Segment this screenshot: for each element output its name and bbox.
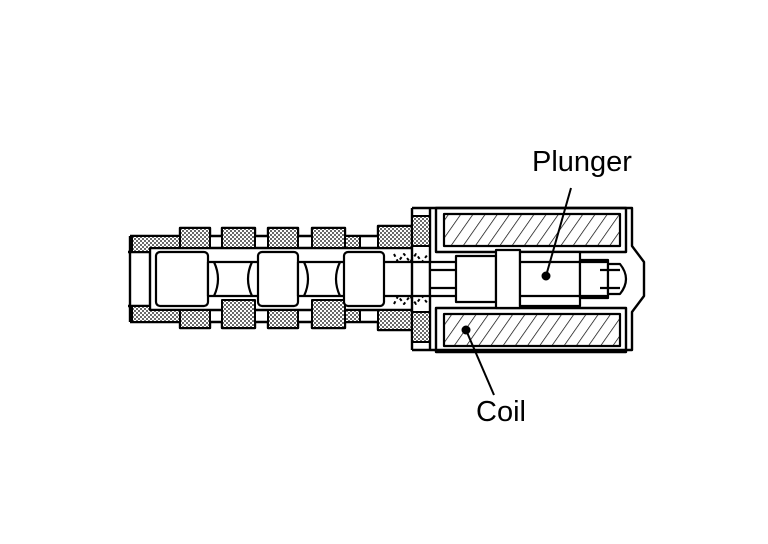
spool-valve bbox=[154, 250, 430, 308]
coil-leader-line bbox=[461, 325, 495, 396]
coil-winding-top bbox=[434, 206, 628, 254]
plunger-label: Plunger bbox=[532, 146, 632, 178]
stippled-lands-bottom bbox=[131, 299, 413, 331]
plunger-leader-line bbox=[541, 187, 572, 281]
plunger bbox=[428, 248, 628, 310]
spring bbox=[393, 253, 429, 305]
solenoid-housing bbox=[410, 206, 646, 352]
coil-winding-bottom bbox=[434, 306, 628, 354]
coil-label: Coil bbox=[476, 396, 526, 428]
stippled-lands-top bbox=[131, 225, 413, 253]
